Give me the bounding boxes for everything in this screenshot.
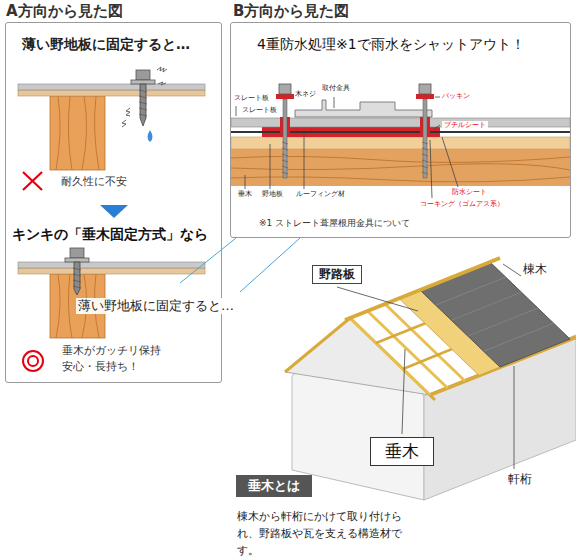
rafter-fix-illustration-part — [70, 248, 84, 258]
panel-heading: A方向から見た図 — [6, 2, 123, 21]
loose-fix-illustration-part — [136, 70, 150, 80]
house-illustration — [285, 258, 576, 500]
roof-cross-section-part — [231, 149, 570, 186]
result-note: 垂木がガッチリ保持 安心・長持ち！ — [62, 343, 168, 375]
leader-line — [334, 97, 335, 108]
rafter-fix-illustration-part — [74, 262, 80, 295]
overlay-caption: 薄い野地板に固定すると… — [76, 298, 236, 314]
rafter-fix-illustration-part — [65, 258, 89, 262]
leader-line — [514, 366, 515, 469]
term-title: 垂木とは — [248, 478, 300, 494]
loose-fix-illustration-part — [56, 96, 99, 170]
leader-line — [442, 137, 458, 187]
part-tag: 垂木 — [370, 437, 434, 466]
leader-line — [503, 264, 521, 276]
roof-cross-section-part — [423, 99, 427, 178]
part-name: コーキング（ゴムアス系） — [420, 200, 504, 208]
leader-line — [270, 144, 271, 189]
view-panel: B方向から見た図4重防水処理※1で雨水をシャットアウト！※1 ストレート葺屋根用… — [230, 22, 571, 238]
part-name: ブチルシート — [442, 121, 488, 129]
rafter-fix-illustration-part — [18, 268, 205, 274]
leader-line — [434, 125, 440, 129]
part-name: スレート板 — [242, 106, 277, 114]
leader-line — [402, 349, 405, 434]
loose-fix-illustration-part — [122, 108, 130, 127]
double-circle-mark-part — [28, 356, 38, 366]
house-illustration-part — [345, 258, 500, 320]
leader-line — [430, 140, 432, 198]
house-illustration-part — [436, 277, 554, 351]
loose-fix-illustration-part — [148, 130, 153, 142]
part-name: 棟木 — [523, 262, 547, 276]
cross-mark — [23, 172, 42, 190]
zoom-wedge — [180, 238, 300, 292]
part-name: 軒桁 — [508, 472, 532, 486]
cross-mark-part — [23, 172, 42, 190]
part-name: スレート板 — [234, 94, 269, 102]
roof-cross-section-part — [276, 94, 294, 99]
loose-fix-illustration-part — [50, 96, 105, 170]
part-name: 防水シート — [452, 188, 487, 196]
part-name: 野路板 — [319, 267, 355, 282]
zoom-wedge-part — [240, 238, 300, 292]
part-name: 垂木 — [385, 441, 419, 462]
term-heading: 垂木とは — [236, 475, 312, 497]
down-arrow — [100, 205, 128, 218]
loose-fix-illustration-part — [140, 84, 146, 126]
leader-line — [245, 175, 246, 189]
case-caption: 薄い野地板に固定すると… — [22, 36, 190, 54]
roof-cross-section-part — [295, 100, 432, 117]
part-name: パッキン — [442, 92, 470, 100]
loose-fix-illustration-part — [18, 90, 205, 96]
rafter-fix-illustration-part — [18, 262, 205, 268]
roof-cross-section-part — [279, 84, 291, 94]
leader-line — [337, 287, 418, 311]
part-tag: 野路板 — [312, 265, 362, 284]
leader-line — [236, 106, 237, 116]
zoom-wedge-part — [180, 238, 236, 283]
roof-cross-section-part — [231, 156, 570, 182]
roof-cross-section-part — [419, 84, 431, 94]
roof-cross-section-part — [416, 94, 434, 99]
roof-cross-section — [231, 84, 570, 186]
part-name: 野地板 — [262, 190, 283, 198]
result-note: 耐久性に不安 — [61, 175, 127, 189]
footnote: ※1 ストレート葺屋根用金具について — [259, 218, 410, 229]
panel-headline: 4重防水処理※1で雨水をシャットアウト！ — [257, 36, 525, 54]
view-panel: A方向から見た図薄い野地板に固定すると…耐久性に不安キンキの「垂木固定方式」なら… — [5, 22, 222, 383]
part-name: ルーフィング材 — [296, 190, 345, 198]
roof-cross-section-part — [231, 137, 570, 149]
rafter-fix-illustration-part — [73, 268, 81, 288]
rafter-fix-illustration — [18, 248, 205, 338]
leader-line — [435, 97, 440, 98]
loose-fix-illustration — [18, 67, 205, 170]
term-body: 棟木から軒桁にかけて取り付けられ、野路板や瓦を支える構造材です。 — [237, 508, 423, 557]
part-name: 垂木 — [238, 190, 252, 198]
loose-fix-illustration-part — [139, 90, 147, 116]
double-circle-mark — [23, 351, 43, 371]
double-circle-mark-part — [23, 351, 43, 371]
loose-fix-illustration-part — [18, 84, 205, 90]
loose-fix-illustration-part — [131, 80, 155, 84]
loose-fix-illustration-part — [157, 67, 167, 85]
method-heading: キンキの「垂木固定方式」なら — [12, 226, 208, 244]
house-illustration-part — [420, 262, 570, 367]
panel-heading: B方向から見た図 — [233, 2, 349, 21]
roof-cross-section-part — [283, 99, 287, 178]
part-name: 木ネジ — [295, 90, 316, 98]
leader-line — [304, 134, 305, 189]
part-name: 取付金具 — [322, 84, 350, 92]
